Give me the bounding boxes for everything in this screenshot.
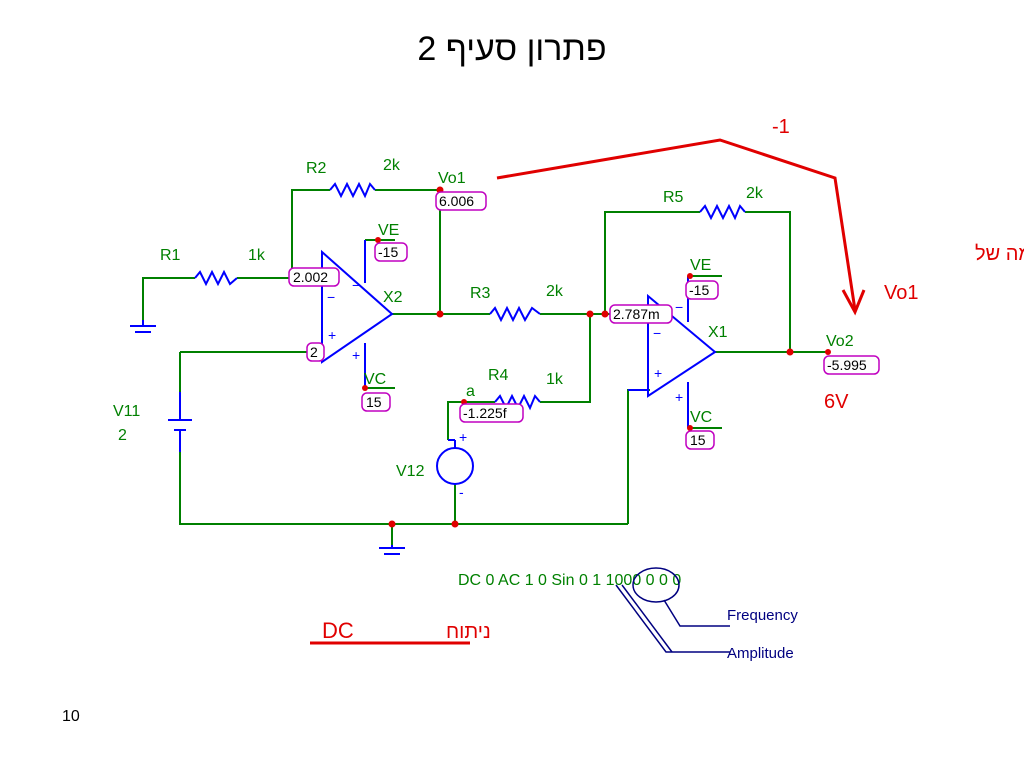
label-x1-ve: VE — [690, 257, 711, 274]
label-r1-value: 1k — [248, 247, 266, 264]
probe-x2-inverting: 2.002 — [293, 269, 328, 285]
resistor-r1 — [194, 269, 238, 287]
opamp-x1 — [647, 293, 717, 398]
probe-x2-ve: -15 — [378, 244, 398, 260]
label-v11: V11 — [113, 403, 140, 420]
v12-minus-sign: - — [459, 484, 464, 500]
amplitude-label: Amplitude — [727, 645, 794, 662]
resistor-r2 — [329, 181, 376, 199]
x2-vc-sign: + — [352, 347, 360, 363]
probe-x2-noninverting: 2 — [310, 344, 318, 360]
label-r4-value: 1k — [546, 371, 564, 388]
resistor-r3 — [489, 305, 541, 323]
x1-minus-sign: − — [653, 325, 661, 341]
contribution-arrow — [496, 138, 866, 316]
probe-vo1: 6.006 — [439, 193, 474, 209]
ground-left-icon — [130, 320, 156, 333]
probe-vo2: -5.995 — [827, 357, 867, 373]
label-x1-vc: VC — [690, 409, 712, 426]
x1-ve-sign: − — [675, 299, 683, 315]
label-x2: X2 — [383, 289, 403, 306]
label-x2-ve: VE — [378, 222, 399, 239]
x2-minus-sign: − — [327, 289, 335, 305]
x2-ve-sign: − — [352, 277, 360, 293]
result-label: 6V — [824, 391, 849, 413]
v12-plus-sign: + — [459, 429, 467, 445]
x2-plus-sign: + — [328, 327, 336, 343]
x1-vc-sign: + — [675, 389, 683, 405]
page-number: 10 — [62, 708, 80, 725]
label-r4: R4 — [488, 367, 509, 384]
label-vo1: Vo1 — [438, 170, 466, 187]
label-vo2: Vo2 — [826, 333, 854, 350]
contribution-label-line2: Vo1 — [884, 282, 918, 304]
probe-x1-ve: -15 — [689, 282, 709, 298]
label-r2: R2 — [306, 160, 327, 177]
label-v11-value: 2 — [118, 427, 127, 444]
label-r5: R5 — [663, 189, 684, 206]
source-spec: DC 0 AC 1 0 Sin 0 1 1000 0 0 0 — [458, 572, 681, 589]
components — [130, 181, 746, 555]
analysis-label: ניתוח — [446, 621, 491, 643]
callout-lines — [615, 567, 730, 653]
probe-x1-inverting: 2.787m — [613, 306, 660, 322]
frequency-label: Frequency — [727, 607, 798, 624]
gain-label: -1 — [772, 116, 790, 138]
probe-x2-vc: 15 — [366, 394, 382, 410]
label-node-a: a — [466, 383, 475, 400]
probe-node-a: -1.225f — [463, 405, 507, 421]
label-v12: V12 — [396, 463, 425, 480]
opamp-x2 — [321, 249, 394, 364]
label-r5-value: 2k — [746, 185, 764, 202]
probe-boxes — [288, 191, 880, 450]
label-r3: R3 — [470, 285, 491, 302]
junctions — [362, 186, 831, 528]
label-r1: R1 — [160, 247, 181, 264]
label-r3-value: 2k — [546, 283, 564, 300]
resistor-r5 — [699, 203, 746, 221]
source-v12 — [436, 439, 474, 485]
label-x1: X1 — [708, 324, 728, 341]
x1-plus-sign: + — [654, 365, 662, 381]
battery-v11 — [168, 392, 192, 452]
probe-x1-vc: 15 — [690, 432, 706, 448]
slide-title: פתרון סעיף 2 — [417, 30, 607, 68]
label-x2-vc: VC — [364, 371, 386, 388]
ground-bottom-icon — [379, 545, 405, 555]
dc-label: DC — [322, 618, 354, 643]
wires — [142, 189, 828, 545]
contribution-label-line1: תרומה של — [975, 243, 1024, 265]
label-r2-value: 2k — [383, 157, 401, 174]
